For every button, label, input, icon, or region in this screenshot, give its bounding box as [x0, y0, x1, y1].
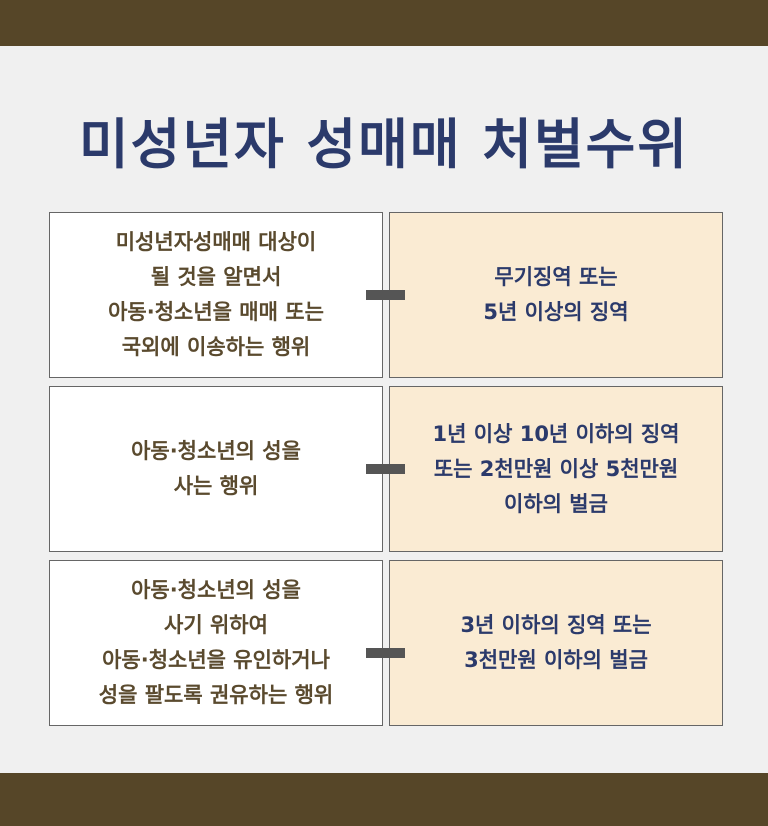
penalty-box-line: 3년 이하의 징역 또는	[460, 613, 652, 637]
page-title: 미성년자 성매매 처벌수위	[78, 113, 690, 176]
act-box-line: 아동·청소년을 매매 또는	[108, 300, 324, 324]
act-box-line: 사기 위하여	[164, 613, 268, 637]
act-box-line: 아동·청소년을 유인하거나	[102, 648, 330, 672]
act-box-line: 아동·청소년의 성을	[131, 439, 301, 463]
penalty-box-line: 무기징역 또는	[494, 265, 618, 289]
penalty-box-line: 또는 2천만원 이상 5천만원	[433, 456, 679, 481]
penalty-box-line: 이하의 벌금	[504, 491, 608, 516]
connector	[366, 290, 405, 300]
act-box-line: 국외에 이송하는 행위	[121, 335, 311, 359]
penalty-box: 무기징역 또는 5년 이상의 징역	[389, 212, 723, 378]
penalty-box-line: 1년 이상 10년 이하의 징역	[432, 421, 680, 446]
act-box-line: 미성년자성매매 대상이	[115, 230, 317, 254]
connector	[366, 464, 405, 474]
act-box-line: 사는 행위	[173, 474, 259, 498]
penalty-box-line: 5년 이상의 징역	[483, 300, 629, 324]
penalty-box-line: 3천만원 이하의 벌금	[464, 648, 648, 672]
act-box-line: 아동·청소년의 성을	[131, 578, 301, 602]
connector	[366, 648, 405, 658]
act-box-line: 성을 팔도록 권유하는 행위	[98, 683, 334, 707]
bottom-banner	[0, 773, 768, 826]
penalty-box: 3년 이하의 징역 또는 3천만원 이하의 벌금	[389, 560, 723, 726]
act-box-line: 될 것을 알면서	[150, 265, 282, 289]
top-banner	[0, 0, 768, 46]
